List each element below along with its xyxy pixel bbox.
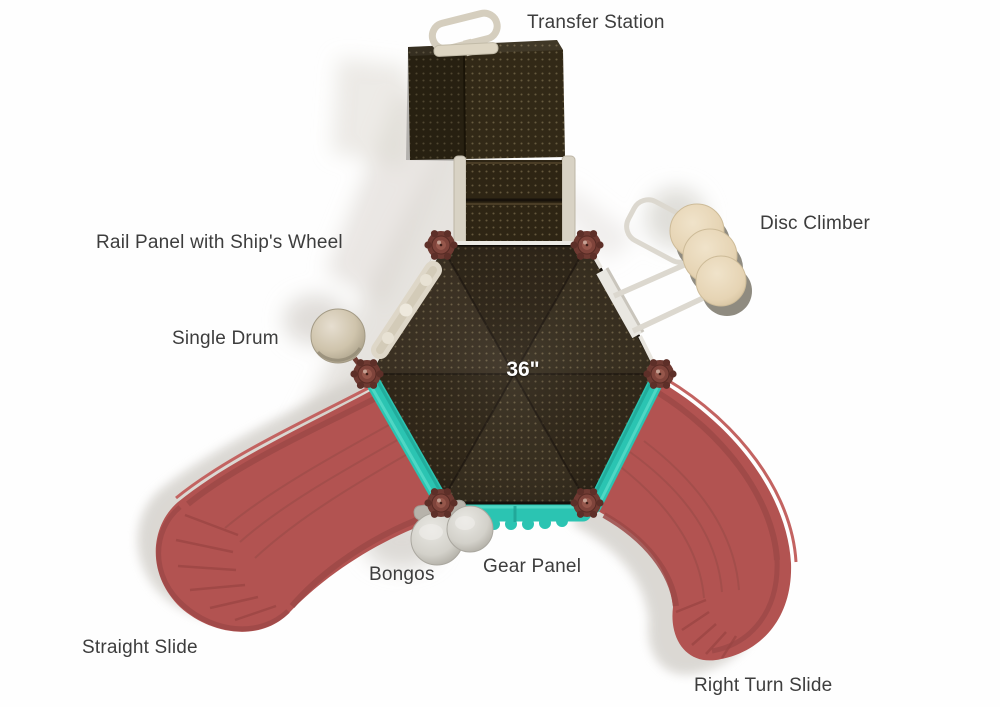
transfer-station-structure <box>406 9 576 254</box>
label-rail-panel: Rail Panel with Ship's Wheel <box>96 232 343 253</box>
disc-climber-graphic <box>596 197 752 339</box>
label-straight-slide: Straight Slide <box>82 637 198 658</box>
hexagon-deck <box>365 241 662 505</box>
label-transfer-station: Transfer Station <box>527 12 665 33</box>
bongos-graphic <box>410 499 494 566</box>
deck-dimension-label: 36" <box>506 358 540 381</box>
single-drum-graphic <box>310 308 367 374</box>
label-single-drum: Single Drum <box>172 328 279 349</box>
label-gear-panel: Gear Panel <box>483 556 582 577</box>
label-disc-climber: Disc Climber <box>760 213 871 234</box>
straight-slide-graphic <box>155 383 450 632</box>
label-bongos: Bongos <box>369 564 435 585</box>
label-right-turn-slide: Right Turn Slide <box>694 675 833 696</box>
right-turn-slide-graphic <box>596 377 798 661</box>
rail-panel-graphic <box>371 261 442 359</box>
